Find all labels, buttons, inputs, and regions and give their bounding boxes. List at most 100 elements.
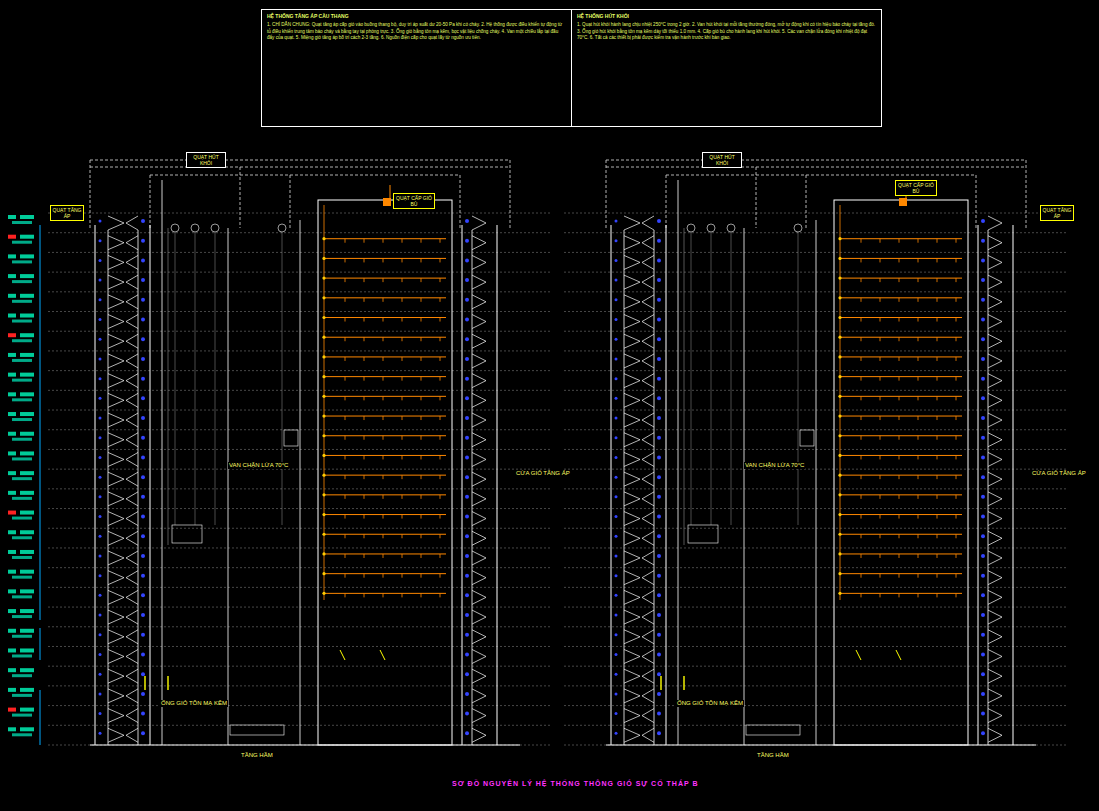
damper-symbol — [465, 495, 469, 499]
zigzag-duct — [108, 452, 124, 466]
schematic-line — [402, 416, 403, 420]
schematic-line — [899, 495, 900, 499]
schematic-line — [383, 377, 384, 381]
schematic-line — [861, 337, 862, 341]
zigzag-duct — [472, 275, 486, 289]
damper-symbol — [322, 493, 325, 496]
damper-symbol — [838, 552, 841, 555]
schematic-line — [918, 416, 919, 420]
lift-pulley — [727, 224, 735, 232]
schematic-line — [880, 357, 881, 361]
zigzag-duct — [126, 315, 138, 329]
schematic-line — [899, 298, 900, 302]
schematic-line — [678, 180, 679, 745]
schematic-line — [440, 357, 441, 361]
schematic-line — [806, 175, 807, 228]
zigzag-duct — [624, 512, 640, 526]
schematic-line — [861, 298, 862, 302]
schematic-line — [383, 436, 384, 440]
damper-symbol — [322, 474, 325, 477]
damper-symbol — [615, 377, 618, 380]
floor-icon — [8, 629, 16, 633]
schematic-line — [510, 160, 511, 228]
schematic-line — [918, 475, 919, 479]
zigzag-duct — [108, 728, 124, 742]
zigzag-duct — [126, 728, 138, 742]
zigzag-duct — [642, 413, 654, 427]
floor-icon — [12, 457, 32, 460]
schematic-line — [918, 258, 919, 262]
damper-symbol — [981, 731, 985, 735]
schematic-line — [654, 230, 655, 745]
damper-symbol — [981, 692, 985, 696]
damper-symbol — [981, 377, 985, 381]
schematic-line — [691, 232, 692, 525]
schematic-line — [324, 553, 446, 554]
damper-symbol — [657, 318, 661, 322]
schematic-line — [421, 318, 422, 322]
floor-icon — [20, 353, 34, 357]
schematic-line — [880, 396, 881, 400]
schematic-line — [937, 278, 938, 282]
damper-symbol — [465, 692, 469, 696]
damper-symbol — [141, 337, 145, 341]
damper-symbol — [615, 653, 618, 656]
floor-icon — [8, 609, 16, 613]
zigzag-duct — [126, 689, 138, 703]
damper-symbol — [322, 454, 325, 457]
schematic-line — [956, 278, 957, 282]
schematic-line — [937, 298, 938, 302]
floor-icon — [8, 254, 16, 258]
floor-icon — [8, 412, 16, 416]
schematic-line — [606, 745, 1036, 746]
zigzag-duct — [988, 709, 1002, 723]
schematic-line — [402, 475, 403, 479]
schematic-line — [756, 167, 757, 228]
equipment-box: QUẠT TĂNG ÁP — [1040, 205, 1074, 221]
zigzag-duct — [108, 216, 124, 230]
schematic-line — [324, 435, 446, 436]
schematic-line — [956, 396, 957, 400]
schematic-line — [956, 593, 957, 597]
zigzag-duct — [642, 315, 654, 329]
damper-symbol — [981, 633, 985, 637]
damper-symbol — [981, 534, 985, 538]
schematic-line — [918, 396, 919, 400]
zigzag-duct — [642, 275, 654, 289]
schematic-line — [937, 554, 938, 558]
floor-icon — [20, 294, 34, 298]
schematic-line — [840, 593, 962, 594]
schematic-line — [440, 258, 441, 262]
schematic-line — [861, 278, 862, 282]
damper-symbol — [465, 278, 469, 282]
schematic-line — [840, 494, 962, 495]
schematic-line — [462, 225, 463, 745]
damper-symbol — [838, 277, 841, 280]
floor-icon — [20, 688, 34, 692]
zigzag-duct — [126, 551, 138, 565]
damper-symbol — [615, 476, 618, 479]
floor-icon — [12, 359, 32, 362]
schematic-line — [624, 230, 625, 745]
damper-symbol — [615, 574, 618, 577]
lift-car — [284, 430, 298, 446]
damper-symbol — [141, 396, 145, 400]
schematic-line — [861, 495, 862, 499]
zigzag-duct — [624, 610, 640, 624]
schematic-line — [440, 515, 441, 519]
zigzag-duct — [642, 689, 654, 703]
zigzag-duct — [126, 630, 138, 644]
schematic-line — [880, 554, 881, 558]
schematic-line — [840, 356, 962, 357]
damper-symbol — [615, 692, 618, 695]
schematic-line — [421, 258, 422, 262]
zigzag-duct — [472, 334, 486, 348]
schematic-line — [421, 337, 422, 341]
schematic-line — [918, 278, 919, 282]
schematic-line — [918, 534, 919, 538]
zigzag-duct — [642, 216, 654, 230]
pit-box — [746, 725, 800, 735]
damper-symbol — [141, 613, 145, 617]
floor-icon — [8, 648, 16, 652]
damper-symbol — [465, 554, 469, 558]
